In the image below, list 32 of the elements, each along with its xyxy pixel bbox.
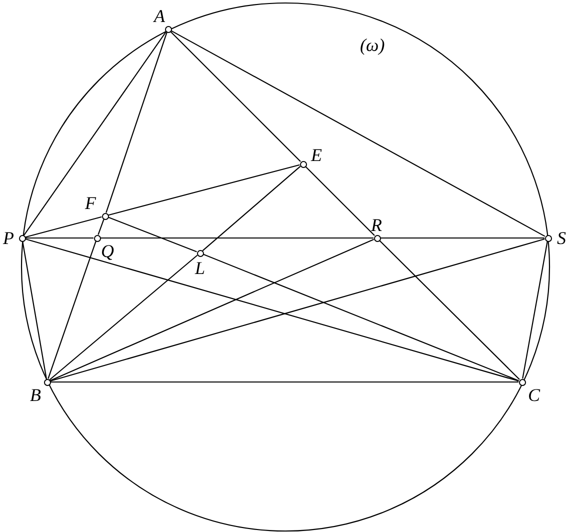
line-segment — [522, 241, 548, 379]
line-segment — [98, 219, 104, 235]
line-segment — [50, 238, 374, 382]
line-segment — [50, 381, 518, 383]
line-segment — [49, 254, 198, 380]
line-segment — [305, 166, 375, 236]
point-label: L — [195, 259, 206, 277]
line-segment — [22, 241, 47, 379]
line-segment — [25, 216, 102, 238]
line-segment — [100, 237, 374, 239]
line-segment — [380, 237, 544, 239]
line-segment — [24, 32, 166, 236]
line-segment — [108, 216, 197, 252]
point-label: P — [3, 229, 14, 247]
point-label: C — [528, 386, 540, 404]
point-label: B — [30, 386, 41, 404]
circle-label: (ω) — [360, 36, 385, 54]
point-label: R — [371, 216, 382, 234]
line-segment — [203, 254, 519, 382]
point-label: S — [557, 229, 566, 247]
point-label: Q — [101, 242, 114, 260]
line-segment — [106, 32, 168, 213]
line-segment — [26, 237, 94, 239]
line-segment — [202, 166, 301, 252]
point-label: A — [154, 7, 165, 25]
line-segment — [379, 240, 520, 380]
line-segment — [108, 164, 300, 216]
line-segment — [170, 30, 546, 237]
point-label: F — [85, 194, 96, 212]
point-label: E — [311, 146, 322, 164]
line-segment — [170, 31, 301, 162]
line-segment — [48, 241, 96, 379]
